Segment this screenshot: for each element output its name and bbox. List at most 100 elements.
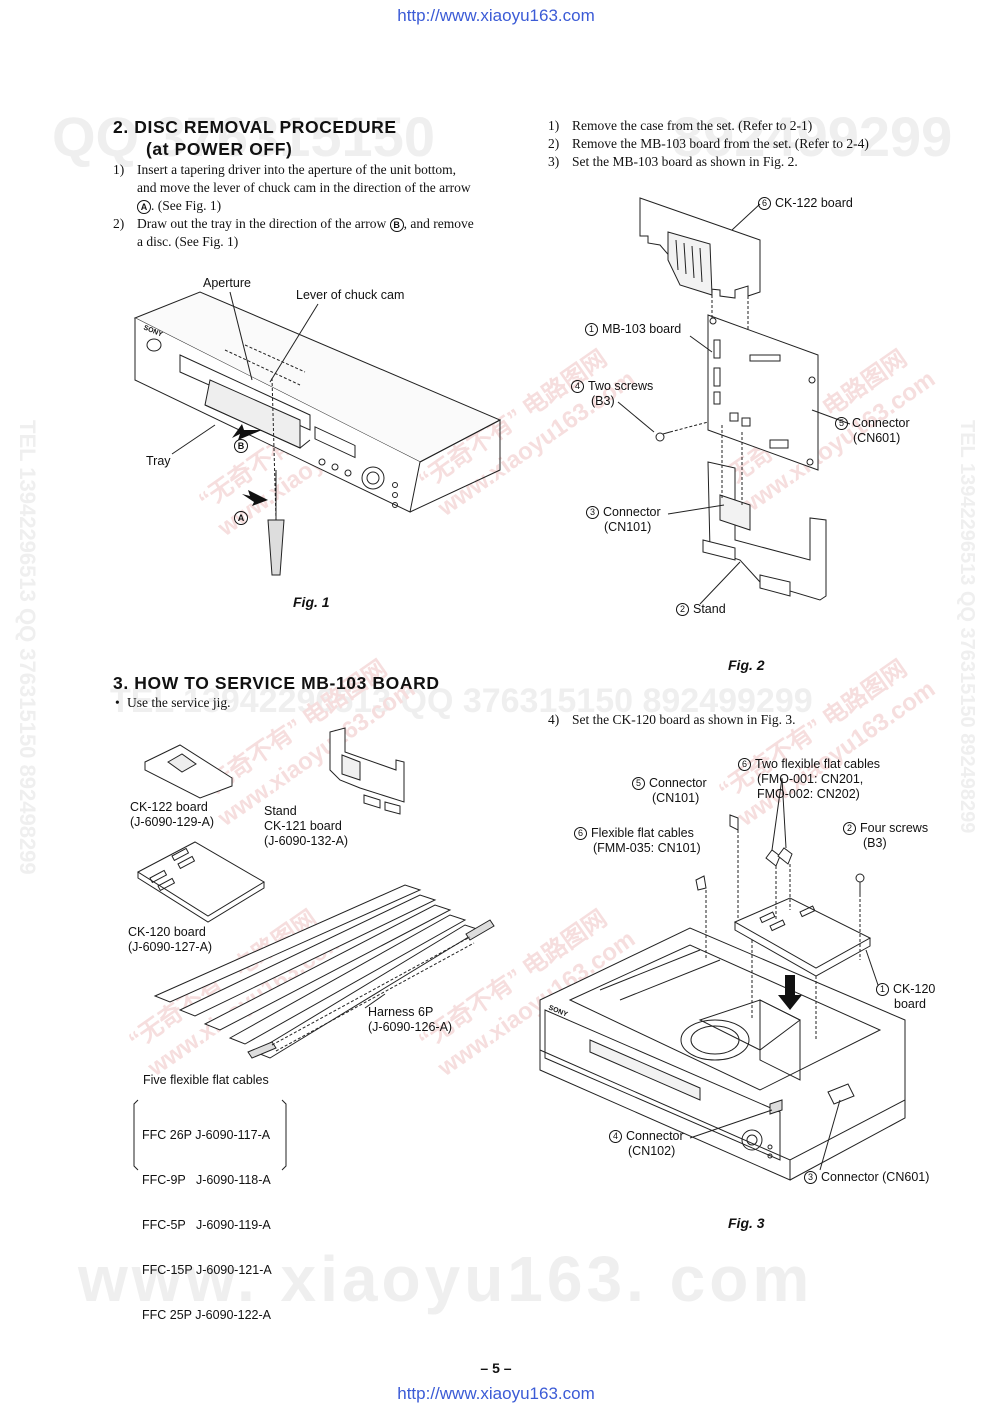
bullet-icon: • <box>115 695 120 710</box>
right-step-4: 4) Set the CK-120 board as shown in Fig.… <box>548 711 968 729</box>
fig2-caption: Fig. 2 <box>728 657 765 673</box>
jig-label-stand: Stand CK-121 board (J-6090-132-A) <box>264 804 348 849</box>
ffc-item: FFC 26P J-6090-117-A <box>142 1128 271 1142</box>
label-text: Flexible flat cables <box>591 826 694 840</box>
label-text: CK-121 board <box>264 819 342 833</box>
label-text: (B3) <box>591 394 615 408</box>
number-circle-icon: 5 <box>632 777 645 790</box>
label-text: (CN101) <box>604 520 652 534</box>
label-text: CK-122 board <box>775 196 853 210</box>
ffc-list: FFC 26P J-6090-117-A FFC-9P J-6090-118-A… <box>142 1098 272 1338</box>
fig1-label-lever: Lever of chuck cam <box>296 288 405 302</box>
fig1-caption: Fig. 1 <box>293 594 330 610</box>
step-number: 4) <box>548 712 560 727</box>
step-number: 2) <box>548 136 560 151</box>
marker-b-icon: B <box>234 439 248 453</box>
number-circle-icon: 6 <box>574 827 587 840</box>
step-text-line: Draw out the tray in the direction of th… <box>137 216 390 231</box>
number-circle-icon: 6 <box>758 197 771 210</box>
step-text: Remove the MB-103 board from the set. (R… <box>572 136 869 151</box>
label-text: (CN601) <box>853 431 901 445</box>
ffc-item: FFC-5P J-6090-119-A <box>142 1218 271 1232</box>
section2-step-1: 1) Insert a tapering driver into the ape… <box>113 161 513 221</box>
fig3-label-ck120: 1 CK-120 board <box>876 982 935 1012</box>
fig3-label-cn102: 4 Connector (CN102) <box>609 1129 684 1159</box>
label-text: Harness 6P <box>368 1005 434 1019</box>
footer-url[interactable]: http://www.xiaoyu163.com <box>397 1384 595 1403</box>
label-text: Four screws <box>860 821 929 835</box>
header-url[interactable]: http://www.xiaoyu163.com <box>397 6 595 25</box>
ffc-item: FFC-15P J-6090-121-A <box>142 1263 272 1277</box>
label-text: Stand <box>264 804 297 818</box>
label-text: Connector <box>626 1129 684 1143</box>
label-text: (J-6090-126-A) <box>368 1020 453 1034</box>
label-text: Connector <box>603 505 661 519</box>
label-text: Two screws <box>588 379 654 393</box>
watermark-top-left: QQ 376315150 <box>52 105 435 168</box>
section2-heading-line2: (at POWER OFF) <box>146 139 293 159</box>
marker-a-icon: A <box>234 511 248 525</box>
label-text: board <box>894 997 926 1011</box>
label-text: (FMO-001: CN201, <box>757 772 864 786</box>
number-circle-icon: 4 <box>609 1130 622 1143</box>
ffc-item: FFC-9P J-6090-118-A <box>142 1173 271 1187</box>
jig-label-ffc-title: Five flexible flat cables <box>143 1073 269 1087</box>
jig-label-ck122: CK-122 board (J-6090-129-A) <box>130 800 214 830</box>
number-circle-icon: 1 <box>876 983 889 996</box>
fig2-label-mb103: 1 MB-103 board <box>585 322 681 337</box>
section3-heading: 3. HOW TO SERVICE MB-103 BOARD <box>113 673 440 693</box>
jig-label-ck120: CK-120 board (J-6090-127-A) <box>128 925 212 955</box>
number-circle-icon: 2 <box>843 822 856 835</box>
marker-a-icon: A <box>137 200 151 214</box>
number-circle-icon: 4 <box>571 380 584 393</box>
step-number: 1) <box>113 162 125 177</box>
number-circle-icon: 1 <box>585 323 598 336</box>
number-circle-icon: 5 <box>835 417 848 430</box>
fig3-label-screws: 2 Four screws (B3) <box>843 821 928 851</box>
right-step-3: 3) Set the MB-103 board as shown in Fig.… <box>548 153 968 171</box>
ffc-item: FFC 25P J-6090-122-A <box>142 1308 271 1322</box>
fig1-marker-b: B <box>234 436 248 454</box>
fig3-caption: Fig. 3 <box>728 1215 765 1231</box>
label-text: (CN102) <box>628 1144 676 1158</box>
right-step-2: 2) Remove the MB-103 board from the set.… <box>548 135 968 153</box>
fig2-label-screws: 4 Two screws (B3) <box>571 379 653 409</box>
label-text: (J-6090-127-A) <box>128 940 213 954</box>
label-text: CK-120 <box>893 982 936 996</box>
label-text: (B3) <box>863 836 887 850</box>
fig2-label-cn601: 5 Connector (CN601) <box>835 416 910 446</box>
step-number: 1) <box>548 118 560 133</box>
fig2-label-cn101: 3 Connector (CN101) <box>586 505 661 535</box>
watermark-bottom: www. xiaoyu163. com <box>78 1243 814 1315</box>
section2-step-2: 2) Draw out the tray in the direction of… <box>113 215 513 255</box>
label-text: FMO-002: CN202) <box>757 787 860 801</box>
section2-heading-line1: 2. DISC REMOVAL PROCEDURE <box>113 117 397 137</box>
label-text: Stand <box>693 602 726 616</box>
step-text: Remove the case from the set. (Refer to … <box>572 118 813 133</box>
step-number: 3) <box>548 154 560 169</box>
step-number: 2) <box>113 216 125 231</box>
right-step-1: 1) Remove the case from the set. (Refer … <box>548 117 968 135</box>
fig1-label-tray: Tray <box>146 454 171 468</box>
watermark-mid: TEL 13942296513 QQ 376315150 892499299 <box>110 682 813 720</box>
step-text-line: . (See Fig. 1) <box>151 198 222 213</box>
label-text: MB-103 board <box>602 322 682 336</box>
label-text: Connector <box>649 776 707 790</box>
number-circle-icon: 3 <box>586 506 599 519</box>
step-text: Set the CK-120 board as shown in Fig. 3. <box>572 712 796 727</box>
step-text-line: and move the lever of chuck cam in the d… <box>137 180 471 195</box>
marker-b-icon: B <box>389 218 404 232</box>
fig2-label-ck122: 6 CK-122 board <box>758 196 853 211</box>
fig2-label-stand: 2 Stand <box>676 602 726 617</box>
label-text: Connector (CN601) <box>821 1170 930 1184</box>
bullet-text: Use the service jig. <box>127 695 231 710</box>
number-circle-icon: 2 <box>676 603 689 616</box>
label-text: Connector <box>852 416 910 430</box>
step-text-line: , and remove <box>403 216 474 231</box>
section3-bullet: • Use the service jig. <box>113 694 493 712</box>
